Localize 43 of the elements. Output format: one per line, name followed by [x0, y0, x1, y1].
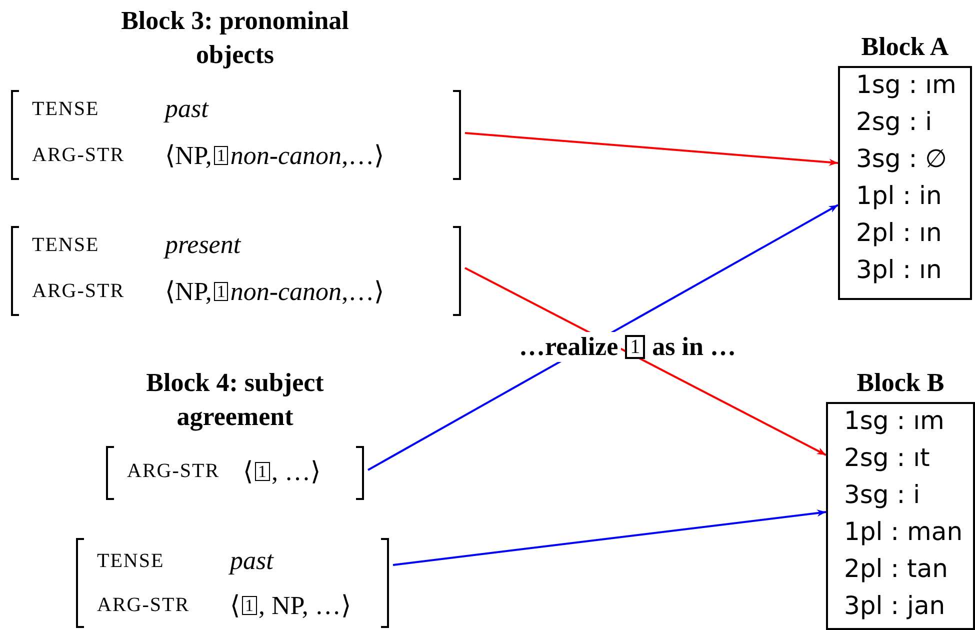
affix-entry: 3pl : jan [844, 591, 946, 620]
affix-entry: 1pl : in [856, 181, 942, 210]
arrow [464, 267, 826, 456]
tag-number: 1 [214, 282, 228, 301]
arrow [368, 204, 838, 471]
attribute-value: , NP, …⟩ [258, 590, 351, 621]
attribute-value: , …⟩ [272, 456, 320, 487]
block-heading: Block B [856, 367, 946, 399]
attribute-value: past [165, 94, 208, 124]
tag-number: 1 [242, 596, 256, 615]
tag-number: 1 [625, 335, 646, 359]
affix-entry: 1sg : ım [856, 70, 956, 99]
attribute-name: TENSE [32, 234, 100, 257]
section-heading: Block 4: subject agreement [145, 367, 325, 433]
affix-entry: 3pl : ın [856, 255, 942, 284]
affix-entry: 2pl : tan [844, 554, 948, 583]
affix-entry: 2sg : i [856, 107, 932, 136]
affix-entry: 1sg : ım [844, 406, 944, 435]
attribute-value: ⟨NP, [165, 140, 212, 171]
attribute-value: past [230, 546, 274, 576]
block-heading: Block A [860, 31, 950, 63]
attribute-name: ARG-STR [32, 144, 125, 167]
attribute-name: TENSE [32, 98, 100, 121]
affix-entry: 3sg : ∅ [856, 144, 947, 173]
attribute-name: ARG-STR [32, 280, 125, 303]
tag-number: 1 [214, 146, 228, 165]
attribute-name: TENSE [97, 550, 164, 573]
affix-entry: 3sg : i [844, 480, 920, 509]
affix-entry: 2sg : ıt [844, 443, 930, 472]
section-heading: Block 3: pronominal objects [120, 5, 350, 71]
arrow [464, 132, 838, 166]
attribute-name: ARG-STR [97, 594, 190, 617]
attribute-name: ARG-STR [127, 460, 220, 483]
affix-entry: 1pl : man [844, 517, 963, 546]
tag-number: 1 [255, 462, 270, 481]
attribute-value: ⟨ [243, 456, 253, 487]
attribute-value: ⟨NP, [165, 276, 212, 307]
arrow [392, 510, 826, 566]
attribute-value: non-canon,…⟩ [230, 276, 384, 307]
attribute-value: non-canon,…⟩ [230, 140, 384, 171]
attribute-value: present [165, 230, 241, 260]
affix-entry: 2pl : ın [856, 218, 942, 247]
attribute-value: ⟨ [230, 590, 240, 621]
